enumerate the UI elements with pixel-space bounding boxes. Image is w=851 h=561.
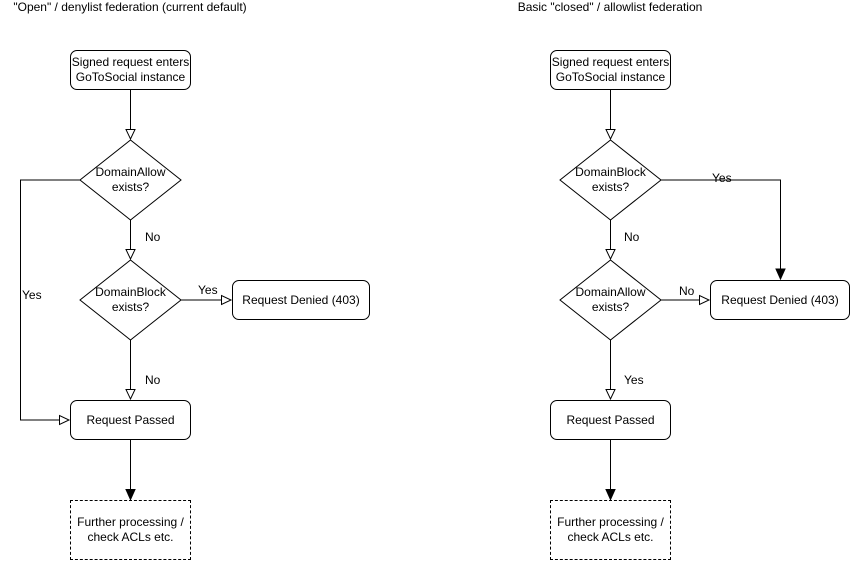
decision-domainallow-label: DomainAllow exists? xyxy=(80,140,181,220)
arrowhead-open-icon xyxy=(125,249,136,261)
decision-line1: DomainBlock xyxy=(575,165,646,179)
request-passed-node: Request Passed xyxy=(70,400,191,440)
start-node-line2: GoToSocial instance xyxy=(555,70,666,84)
start-node: Signed request enters GoToSocial instanc… xyxy=(550,50,671,90)
arrowhead-open-icon xyxy=(605,249,616,261)
edge-label-no: No xyxy=(679,284,695,298)
decision-line1: DomainAllow xyxy=(575,285,646,299)
start-node: Signed request enters GoToSocial instanc… xyxy=(70,50,191,90)
chart-title: Basic "closed" / allowlist federation xyxy=(517,0,703,14)
request-denied-node: Request Denied (403) xyxy=(232,280,370,320)
arrowhead-open-icon xyxy=(125,129,136,141)
request-denied-label: Request Denied (403) xyxy=(721,292,839,307)
arrowhead-open-icon xyxy=(605,129,616,141)
decision-domainallow-diamond xyxy=(79,139,182,221)
edge-decision1-yes-to-passed xyxy=(20,179,80,421)
arrowhead-open-icon xyxy=(125,389,136,401)
further-processing-node: Further processing / check ACLs etc. xyxy=(550,500,671,560)
decision-line2: exists? xyxy=(111,300,150,314)
arrowhead-filled-icon xyxy=(605,489,616,501)
decision-line2: exists? xyxy=(111,180,150,194)
decision-domainallow-diamond xyxy=(559,259,662,341)
further-line1: Further processing / xyxy=(557,515,664,529)
request-passed-node: Request Passed xyxy=(550,400,671,440)
decision-line1: DomainAllow xyxy=(95,165,166,179)
edge-label-yes: Yes xyxy=(624,373,644,387)
edge-label-yes: Yes xyxy=(198,283,218,297)
arrowhead-open-icon xyxy=(699,294,711,306)
start-node-line1: Signed request enters xyxy=(71,55,190,69)
request-denied-label: Request Denied (403) xyxy=(242,292,360,307)
start-node-line2: GoToSocial instance xyxy=(75,70,186,84)
start-node-line1: Signed request enters xyxy=(551,55,670,69)
arrowhead-filled-icon xyxy=(775,268,786,281)
decision-domainblock-diamond xyxy=(79,259,182,341)
edge-label-no: No xyxy=(624,230,640,244)
further-processing-node: Further processing / check ACLs etc. xyxy=(70,500,191,560)
arrowhead-filled-icon xyxy=(125,489,136,501)
further-line2: check ACLs etc. xyxy=(567,530,654,544)
edge-label-yes: Yes xyxy=(22,288,42,302)
edge-label-yes: Yes xyxy=(712,171,732,185)
request-passed-label: Request Passed xyxy=(566,412,655,427)
decision-line1: DomainBlock xyxy=(95,285,166,299)
further-line2: check ACLs etc. xyxy=(87,530,174,544)
edge-label-no: No xyxy=(145,230,161,244)
decision-line2: exists? xyxy=(591,180,630,194)
chart-title: "Open" / denylist federation (current de… xyxy=(13,0,247,14)
decision-domainblock-diamond xyxy=(559,139,662,221)
edge-label-no: No xyxy=(145,373,161,387)
arrowhead-open-icon xyxy=(59,414,71,426)
edge-decision1-yes-to-denied xyxy=(661,179,781,269)
decision-domainblock-label: DomainBlock exists? xyxy=(560,140,661,220)
arrowhead-open-icon xyxy=(605,389,616,401)
further-line1: Further processing / xyxy=(77,515,184,529)
request-passed-label: Request Passed xyxy=(86,412,175,427)
decision-line2: exists? xyxy=(591,300,630,314)
decision-domainallow-label: DomainAllow exists? xyxy=(560,260,661,340)
decision-domainblock-label: DomainBlock exists? xyxy=(80,260,181,340)
arrowhead-open-icon xyxy=(221,294,233,306)
request-denied-node: Request Denied (403) xyxy=(710,280,850,320)
